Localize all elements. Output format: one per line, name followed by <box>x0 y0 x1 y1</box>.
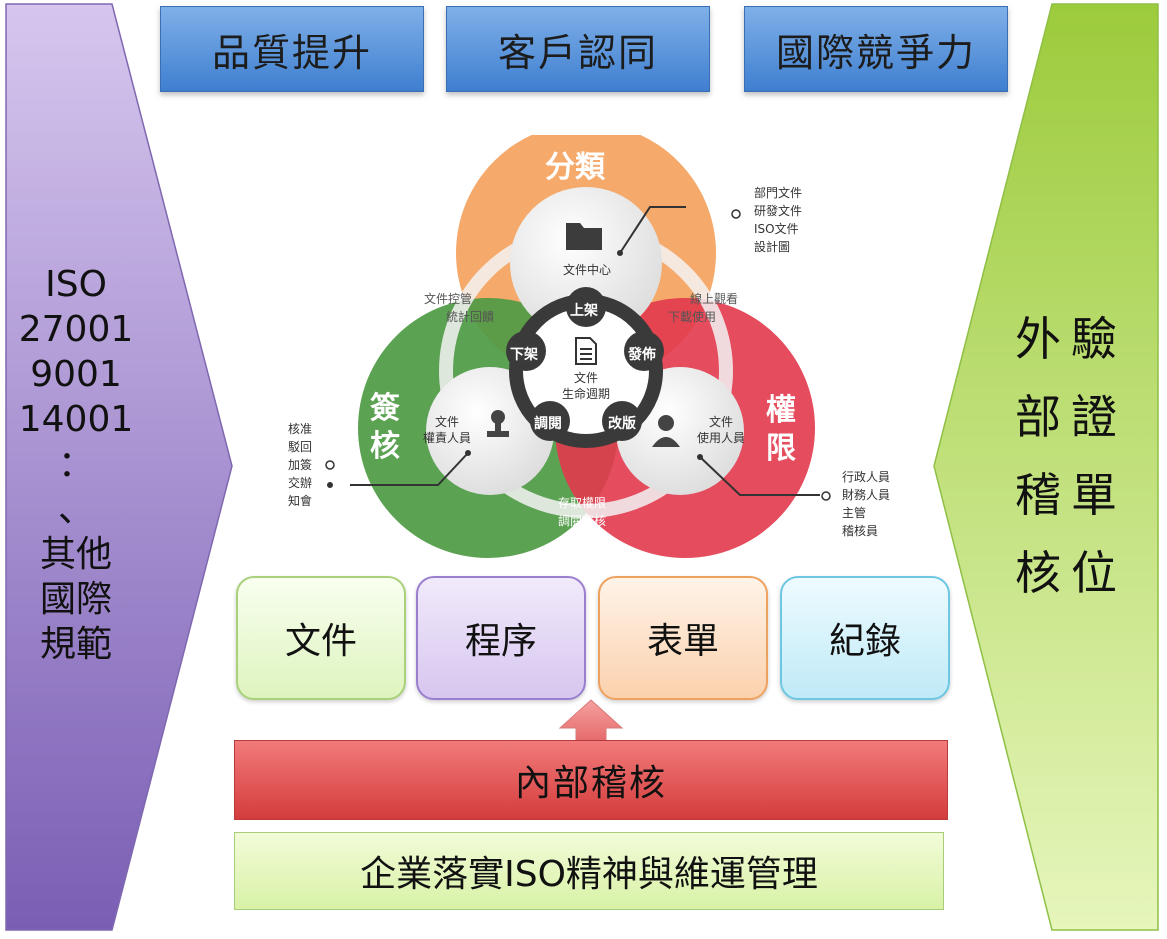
user-roles-list: 行政人員 財務人員 主管 稽核員 <box>842 468 890 540</box>
responsible-label-line: 權責人員 <box>422 431 471 445</box>
roles-bullet-dot <box>821 491 831 501</box>
sign-item: 知會 <box>288 494 313 508</box>
char: 核 <box>1015 546 1061 600</box>
customer-recognition-box: 客戶認同 <box>446 6 710 92</box>
category-document: 文件 <box>236 576 406 700</box>
role-item: 主管 <box>842 506 867 520</box>
overlap-text: 下載使用 <box>668 310 717 324</box>
document-icon <box>575 337 597 365</box>
role-item: 稽核員 <box>842 524 879 538</box>
standard-line: 國際 <box>39 579 112 620</box>
docs-item: 部門文件 <box>754 186 803 200</box>
user-connector <box>699 456 820 496</box>
permission-label: 權限 <box>766 393 796 466</box>
category-record: 紀錄 <box>780 576 950 700</box>
char: 單 <box>1071 468 1117 522</box>
document-center-ball <box>510 187 662 339</box>
sign-item: 加簽 <box>288 458 313 472</box>
docs-connector <box>619 206 686 254</box>
docs-item: 研發文件 <box>754 204 803 218</box>
node-publish-label: 發佈 <box>628 347 656 363</box>
overlap-text: 調閱審核 <box>558 514 607 528</box>
classify-label: 分類 <box>545 150 605 185</box>
standard-line: 14001 <box>18 399 134 440</box>
stamp-icon <box>487 410 509 437</box>
overlap-text: 統計回饋 <box>446 310 495 324</box>
iso-implementation-bar: 企業落實ISO精神與維運管理 <box>234 832 944 910</box>
quality-improvement-box: 品質提升 <box>160 6 424 92</box>
internal-audit-bar: 內部稽核 <box>234 740 948 820</box>
standard-line: 、 <box>57 489 94 530</box>
docs-item: 設計圖 <box>754 240 791 254</box>
user-label: 文件 使用人員 <box>690 414 752 446</box>
sign-item: 駁回 <box>288 440 313 454</box>
sign-item: 交辦 <box>288 476 313 490</box>
up-arrow-icon <box>558 699 624 742</box>
sign-label: 簽核 <box>370 391 400 464</box>
user-label-line: 文件 <box>708 415 733 429</box>
node-down <box>506 331 546 371</box>
role-item: 行政人員 <box>842 470 891 484</box>
person-icon <box>652 415 680 447</box>
char: 稽 <box>1015 468 1061 522</box>
role-item: 財務人員 <box>842 488 891 502</box>
docs-bullet-dot <box>731 209 741 219</box>
standard-line: ： <box>57 444 94 485</box>
iso-standards-list: ISO 27001 9001 14001 ： 、 其他 國際 規範 <box>10 262 142 667</box>
certification-unit-text: 驗 證 單 位 <box>1064 300 1124 612</box>
core-label-line: 文件 <box>573 371 598 385</box>
char: 部 <box>1015 390 1061 444</box>
document-center-label: 文件中心 <box>562 263 611 277</box>
docs-list: 部門文件 研發文件 ISO文件 設計圖 <box>754 184 802 256</box>
left-arrow-panel <box>5 3 233 931</box>
user-label-line: 使用人員 <box>696 431 745 445</box>
standard-line: 其他 <box>39 534 112 575</box>
responsible-label: 文件 權責人員 <box>416 414 478 446</box>
node-publish <box>624 331 664 371</box>
document-lifecycle-diagram <box>350 135 820 558</box>
standard-line: 9001 <box>30 354 122 395</box>
overlap-left-labels: 文件控管 統計回饋 <box>424 290 494 326</box>
overlap-text: 線上觀看 <box>690 292 739 306</box>
responsible-label-line: 文件 <box>434 415 459 429</box>
node-up <box>566 287 606 327</box>
overlap-bottom-labels: 存取權限 調閱審核 <box>558 494 606 530</box>
docs-item: ISO文件 <box>754 222 799 236</box>
char: 外 <box>1015 312 1061 366</box>
sign-item: 核准 <box>288 422 313 436</box>
node-down-label: 下架 <box>510 347 538 363</box>
category-procedure: 程序 <box>416 576 586 700</box>
right-arrow-panel <box>933 3 1159 931</box>
standard-line: 27001 <box>18 309 134 350</box>
sign-actions-list: 核准 駁回 加簽 交辦 知會 <box>288 420 312 510</box>
node-review <box>530 401 570 441</box>
char: 驗 <box>1071 312 1117 366</box>
core-label-line: 生命週期 <box>561 387 610 401</box>
overlap-right-labels: 線上觀看 下載使用 <box>668 290 739 326</box>
overlap-text: 存取權限 <box>558 496 607 510</box>
char: 證 <box>1071 390 1117 444</box>
node-revise-label: 改版 <box>608 416 636 432</box>
category-form: 表單 <box>598 576 768 700</box>
international-competitiveness-box: 國際競爭力 <box>744 6 1008 92</box>
external-audit-text: 外 部 稽 核 <box>1008 300 1068 612</box>
overlap-text: 文件控管 <box>424 292 473 306</box>
standard-line: ISO <box>45 264 107 305</box>
char: 位 <box>1071 546 1117 600</box>
node-review-label: 調閱 <box>534 416 562 432</box>
standard-line: 規範 <box>39 624 112 665</box>
node-up-label: 上架 <box>570 303 598 319</box>
sign-connector <box>350 452 469 486</box>
sign-bullet-dots <box>325 460 335 488</box>
node-revise <box>602 401 642 441</box>
folder-icon <box>566 223 602 250</box>
core-label: 文件 生命週期 <box>550 370 622 402</box>
